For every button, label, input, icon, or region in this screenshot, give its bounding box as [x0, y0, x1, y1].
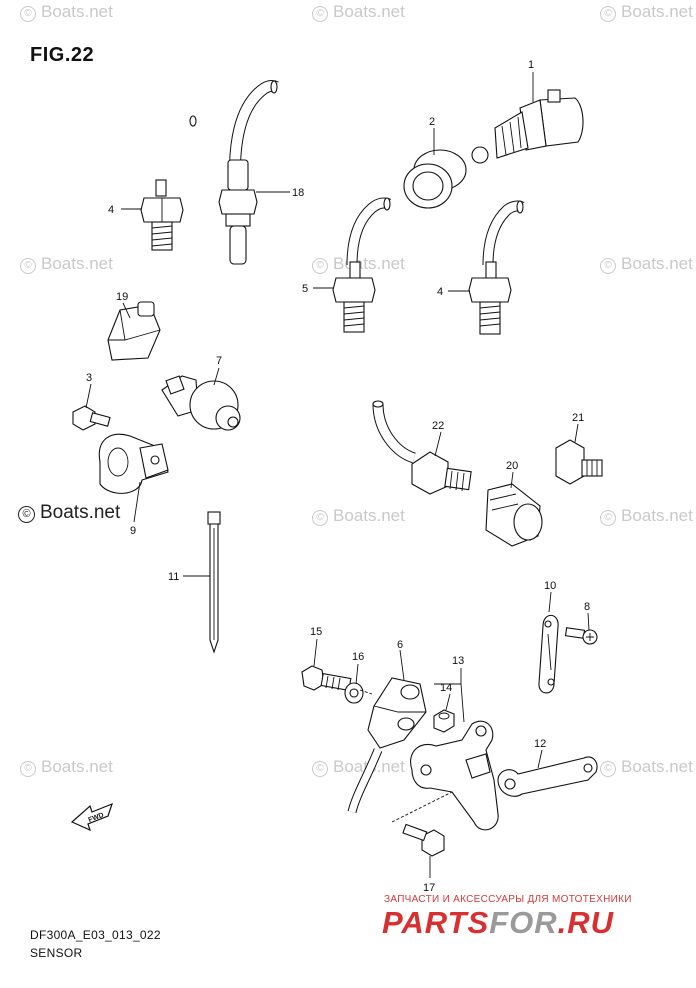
callout-18: 18 — [292, 187, 304, 199]
callout-2: 2 — [429, 116, 435, 128]
seller-tagline: ЗАПЧАСТИ И АКСЕССУАРЫ ДЛЯ МОТОТЕХНИКИ — [384, 894, 632, 905]
part-7-switch[interactable] — [161, 375, 241, 431]
part-11-cable-tie[interactable] — [207, 511, 221, 654]
part-13-bracket[interactable] — [410, 720, 499, 831]
watermark: ©Boats.net — [312, 2, 405, 22]
part-15-bolt[interactable] — [301, 665, 352, 691]
watermark: ©Boats.net — [312, 506, 405, 526]
watermark: ©Boats.net — [600, 757, 693, 777]
watermark: ©Boats.net — [20, 757, 113, 777]
callout-6: 6 — [397, 639, 403, 651]
callout-8: 8 — [584, 601, 590, 613]
watermark: ©Boats.net — [20, 2, 113, 22]
callout-10: 10 — [544, 580, 556, 592]
watermark: ©Boats.net — [20, 254, 113, 274]
part-4-sensor-left[interactable] — [140, 115, 198, 251]
callout-22: 22 — [432, 420, 444, 432]
part-14-collar[interactable] — [433, 709, 455, 733]
part-17-bolt[interactable] — [402, 823, 445, 857]
watermark-dark: ©Boats.net — [18, 502, 120, 524]
part-1-sensor-connector[interactable] — [471, 89, 584, 164]
callout-13: 13 — [452, 655, 464, 667]
callout-5: 5 — [302, 283, 308, 295]
callout-4: 4 — [437, 286, 443, 298]
watermark: ©Boats.net — [600, 506, 693, 526]
callout-9: 9 — [130, 525, 136, 537]
part-10-plate[interactable] — [538, 614, 559, 694]
part-21-sensor-plug[interactable] — [555, 439, 603, 485]
callout-19: 19 — [116, 291, 128, 303]
part-3-bolt[interactable] — [72, 405, 111, 431]
callout-16: 16 — [352, 651, 364, 663]
part-20-cap[interactable] — [485, 483, 543, 547]
callout-20: 20 — [506, 460, 518, 472]
callout-15: 15 — [310, 626, 322, 638]
callout-3: 3 — [86, 372, 92, 384]
part-2-grommet[interactable] — [403, 149, 467, 209]
figure-subtitle: SENSOR — [30, 946, 83, 960]
part-8-screw[interactable] — [564, 627, 598, 645]
callout-11: 11 — [168, 571, 179, 583]
callout-21: 21 — [572, 412, 584, 424]
part-22-sensor[interactable] — [372, 400, 472, 495]
part-4-sensor-right[interactable] — [468, 200, 525, 335]
part-5-sensor[interactable] — [332, 197, 392, 333]
callout-17: 17 — [423, 882, 435, 894]
figure-code: DF300A_E03_013_022 — [30, 928, 161, 942]
callout-7: 7 — [216, 355, 222, 367]
watermark: ©Boats.net — [600, 254, 693, 274]
seller-logo[interactable]: PARTSFOR.RU — [382, 905, 615, 940]
callout-14: 14 — [440, 682, 452, 694]
callout-1: 1 — [528, 59, 534, 71]
callout-12: 12 — [534, 738, 546, 750]
figure-title: FIG.22 — [30, 44, 95, 66]
fwd-arrow-icon: FWD — [70, 802, 113, 832]
part-19-clip[interactable] — [107, 301, 161, 361]
part-18-sensor[interactable] — [218, 80, 279, 265]
watermark: ©Boats.net — [600, 2, 693, 22]
part-9-clamp[interactable] — [98, 433, 169, 494]
part-12-lever[interactable] — [497, 756, 598, 797]
part-16-washer[interactable] — [344, 682, 364, 704]
callout-4: 4 — [108, 204, 114, 216]
part-6-position-sensor[interactable] — [347, 677, 427, 814]
